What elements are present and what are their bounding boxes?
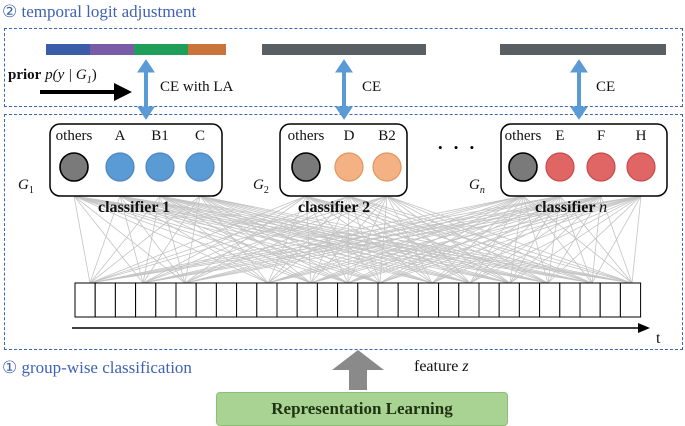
feature-cell [599,282,621,318]
feature-cell [316,282,339,318]
class-node-b2 [372,152,402,182]
logit-bar-2 [262,44,426,55]
prior-close: ) [91,67,97,83]
feature-cell [296,282,318,318]
feature-cell [236,282,258,318]
ellipsis: • • • [438,140,479,155]
feature-cell [559,282,581,318]
feature-cell [175,282,197,318]
prior-formula: p(y | G [45,67,87,83]
class-label-f: F [596,128,606,144]
group-n-box [500,123,668,197]
feature-cell [135,282,157,318]
class-label-b1: B1 [151,128,169,144]
loss-label-2: CE [362,79,382,95]
class-node-a [105,152,135,182]
class-label-c: C [194,128,205,144]
class-label-others: others [287,128,325,144]
class-label-b2: B2 [378,128,396,144]
feature-cell [276,282,298,318]
feature-cell [74,282,96,318]
feature-cell [417,282,440,318]
class-label-a: A [114,128,126,144]
class-node-others [291,152,321,182]
class-label-d: D [343,128,355,144]
class-node-b1 [145,152,175,182]
class-node-e [545,152,575,182]
group-2-name: G2 [253,177,269,196]
feature-cell [155,282,177,318]
time-axis-label: t [656,330,661,347]
feature-arrow [332,350,384,390]
feature-cell [377,282,399,318]
classifier-2-label: classifier 2 [298,199,371,216]
class-node-c [185,152,215,182]
feature-cell [458,282,480,318]
loss-label-1: CE with LA [160,79,234,95]
class-node-others [508,152,538,182]
loss-arrow-n [570,59,588,120]
feature-cell [498,282,520,318]
class-label-others: others [55,128,93,144]
class-label-others: others [504,128,542,144]
group-1-box [49,123,223,197]
class-node-h [626,152,656,182]
time-axis [72,323,650,333]
classifier-n-label: classifier n [535,199,608,216]
class-node-f [586,152,616,182]
class-label-h: H [635,128,647,144]
prior-word: prior [8,67,42,83]
prior-label: prior p(y | G1) [8,67,97,86]
group-n-name: Gn [469,177,485,196]
feature-vector [74,282,642,318]
feature-cell [619,282,642,318]
prior-bar [46,44,226,55]
representation-learning-box: Representation Learning [216,392,508,426]
loss-arrow-2 [335,59,353,120]
feature-cell [94,282,116,318]
class-node-d [334,152,364,182]
stage2-label: ② temporal logit adjustment [2,2,197,21]
feature-cell [337,282,359,318]
logit-bar-n [500,44,666,55]
loss-label-n: CE [596,79,616,95]
prior-sub: 1 [86,75,92,86]
feature-label: feature z [414,358,469,375]
feature-cell [438,282,460,318]
connection-lines [73,195,642,284]
class-node-others [59,152,89,182]
classifier-1-label: classifier 1 [98,199,171,216]
feature-cell [195,282,217,318]
feature-cell [215,282,238,318]
feature-cell [579,282,601,318]
feature-cell [539,282,561,318]
feature-cell [256,282,278,318]
feature-cell [397,282,419,318]
feature-cell [114,282,137,318]
group-1-name: G1 [18,177,34,196]
feature-cell [357,282,379,318]
loss-arrow-1 [137,59,155,120]
stage1-label: ① group-wise classification [2,358,192,377]
prior-arrow [40,83,132,101]
class-label-e: E [555,128,565,144]
feature-cell [478,282,500,318]
feature-cell [518,282,541,318]
